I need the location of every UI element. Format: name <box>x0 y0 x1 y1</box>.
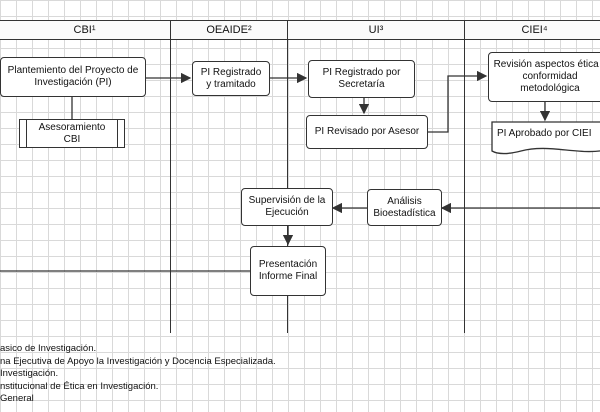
node-supervision: Supervisión de la Ejecución <box>241 188 333 226</box>
lane-header-ui: UI³ <box>287 20 464 40</box>
arrow-revisado-to-revision <box>428 70 488 133</box>
footnote-2: na Ejecutiva de Apoyo la Investigación y… <box>0 355 276 367</box>
lane-header-ciei: CIEI⁴ <box>464 20 600 40</box>
node-pi-registrado-tramitado: PI Registrado y tramitado <box>192 61 270 96</box>
footnote-4: nstitucional de Ética en Investigación. <box>0 380 159 392</box>
lane-divider <box>170 40 171 333</box>
footnote-1: asico de Investigación. <box>0 343 97 354</box>
node-pi-aprobado: PI Aprobado por CIEI <box>497 128 592 139</box>
node-pi-registrado-secretaria: PI Registrado por Secretaría <box>308 60 415 98</box>
footnotes: asico de Investigación. na Ejecutiva de … <box>0 343 276 406</box>
lane-header-cbi: CBI¹ <box>0 20 170 40</box>
lane-header-oeaide: OEAIDE² <box>170 20 287 40</box>
node-revision-aspectos: Revisión aspectos ética y conformidad me… <box>488 52 600 102</box>
node-presentacion: Presentación Informe Final <box>250 246 326 296</box>
lane-divider <box>464 40 465 333</box>
lane-divider <box>287 40 288 333</box>
node-analisis: Análisis Bioestadística <box>367 189 442 226</box>
node-pi-aprobado-shape <box>491 121 600 155</box>
node-asesoramiento: Asesoramiento CBI <box>19 119 125 148</box>
footnote-5: General <box>0 393 34 404</box>
node-pi-revisado-asesor: PI Revisado por Asesor <box>306 115 428 149</box>
node-planteamiento: Plantemiento del Proyecto de Investigaci… <box>0 57 146 97</box>
footnote-3: Investigación. <box>0 368 59 379</box>
